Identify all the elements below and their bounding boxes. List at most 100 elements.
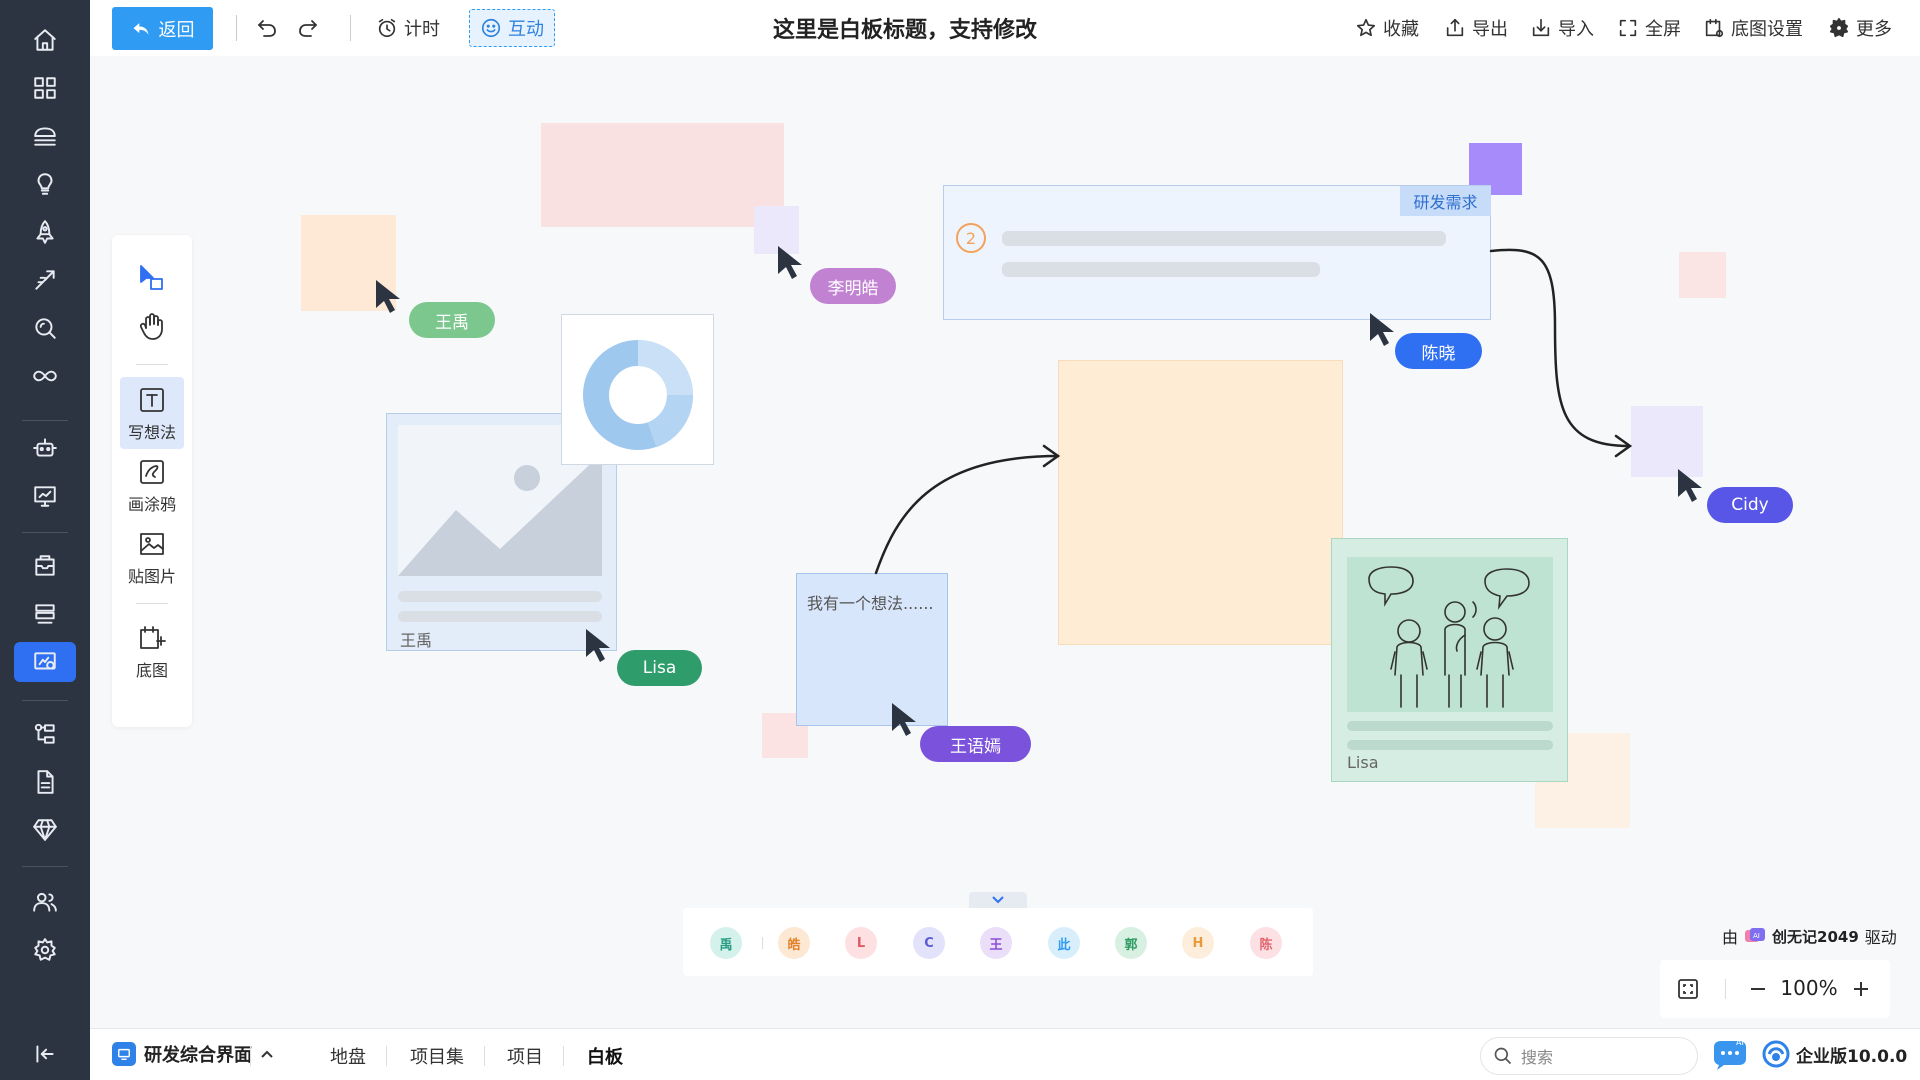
cursor-chenxiao-icon — [1370, 313, 1394, 346]
team-users-icon[interactable] — [22, 882, 68, 922]
more-label: 更多 — [1856, 19, 1892, 40]
cursor-cidy-icon — [1678, 469, 1702, 502]
rocket-icon[interactable] — [22, 212, 68, 252]
user-avatar[interactable]: 王 — [980, 927, 1012, 959]
user-avatar[interactable]: 禹 — [710, 927, 742, 959]
export-label: 导出 — [1472, 19, 1508, 40]
illustration-card[interactable]: Lisa — [1331, 538, 1568, 782]
whiteboard-icon[interactable] — [14, 642, 76, 682]
donut-chart-card[interactable] — [561, 314, 714, 465]
pink-rectangle[interactable] — [541, 123, 784, 227]
kanban-icon[interactable] — [22, 594, 68, 634]
zoom-in-button[interactable] — [1848, 975, 1874, 1003]
rail-divider — [22, 420, 68, 421]
hand-tool[interactable] — [120, 303, 184, 351]
paste-image-tool[interactable]: 贴图片 — [120, 521, 184, 593]
home-icon[interactable] — [22, 20, 68, 60]
idea-bulb-icon[interactable] — [22, 164, 68, 204]
user-avatar[interactable]: C — [913, 927, 945, 959]
collapse-sidebar-icon[interactable] — [22, 1034, 68, 1074]
back-arrow-icon — [133, 22, 148, 35]
bottom-divider — [386, 1046, 387, 1066]
sprint-icon[interactable] — [22, 260, 68, 300]
cursor-wangyuyan-icon — [892, 703, 916, 736]
tab-program[interactable]: 项目集 — [410, 1047, 464, 1068]
apps-grid-icon[interactable] — [22, 68, 68, 108]
requirement-card[interactable]: 研发需求 2 — [943, 185, 1491, 320]
user-avatar[interactable]: 陈 — [1250, 927, 1282, 959]
program-icon[interactable] — [22, 116, 68, 156]
doodle-tool[interactable]: 画涂鸦 — [120, 449, 184, 521]
user-avatar[interactable]: 此 — [1048, 927, 1080, 959]
diamond-icon[interactable] — [22, 810, 68, 850]
ai-chat-button[interactable]: AI — [1712, 1037, 1748, 1071]
lavender-box[interactable] — [1631, 406, 1703, 477]
background-settings-button[interactable]: 底图设置 — [1703, 13, 1803, 43]
user-avatar[interactable]: 郭 — [1115, 927, 1147, 959]
picture-icon — [140, 533, 164, 555]
favorite-button[interactable]: 收藏 — [1355, 13, 1419, 43]
settings-gear-icon[interactable] — [22, 930, 68, 970]
idea-note[interactable]: 我有一个想法...... — [796, 573, 948, 726]
connector-arrows[interactable] — [90, 56, 1920, 1028]
fit-screen-icon — [1678, 979, 1698, 999]
edition-info[interactable]: 企业版10.0.0 — [1762, 1040, 1907, 1068]
tab-project[interactable]: 项目 — [507, 1047, 543, 1068]
collapse-avatar-bar-button[interactable] — [969, 892, 1027, 908]
ai-robot-icon[interactable] — [22, 428, 68, 468]
rail-divider — [22, 532, 68, 533]
background-add-icon — [140, 626, 166, 649]
rail-divider — [22, 700, 68, 701]
import-button[interactable]: 导入 — [1530, 13, 1594, 43]
redo-icon[interactable] — [293, 14, 323, 42]
zoom-level: 100% — [1780, 976, 1838, 1000]
card-line — [1002, 262, 1320, 277]
avatar-initial: 王 — [989, 937, 1003, 953]
project-switcher[interactable]: 研发综合界面 — [112, 1041, 274, 1067]
orange-sticky-note[interactable] — [1058, 360, 1343, 645]
whiteboard-canvas[interactable]: 研发需求 2 王禹 我有一个想法...... — [90, 56, 1920, 1028]
board-title[interactable]: 这里是白板标题，支持修改 — [772, 18, 1037, 43]
background-tool[interactable]: 底图 — [120, 615, 184, 687]
idea-note-text[interactable]: 我有一个想法...... — [807, 594, 934, 613]
document-icon[interactable] — [22, 762, 68, 802]
user-avatar[interactable]: 皓 — [778, 927, 810, 959]
fullscreen-icon — [1619, 19, 1637, 37]
idea-to-sticky-arrow — [874, 454, 1060, 575]
illustration-caption: Lisa — [1347, 753, 1379, 772]
plus-icon — [1854, 982, 1868, 996]
tab-whiteboard[interactable]: 白板 — [587, 1047, 623, 1068]
user-avatar[interactable]: H — [1182, 927, 1214, 959]
card-line — [1002, 231, 1446, 246]
fit-screen-button[interactable] — [1674, 975, 1702, 1003]
avatar-initial: 郭 — [1124, 937, 1138, 953]
tab-dipan[interactable]: 地盘 — [330, 1047, 366, 1068]
user-tag-wangyu: 王禹 — [409, 302, 495, 338]
search-qa-icon[interactable] — [22, 308, 68, 348]
export-button[interactable]: 导出 — [1444, 13, 1508, 43]
write-idea-tool[interactable]: 写想法 — [120, 377, 184, 449]
zoom-out-button[interactable] — [1745, 975, 1771, 1003]
ai-chat-icon: AI — [1714, 1038, 1746, 1070]
timer-button[interactable]: 计时 — [376, 9, 440, 47]
idea-to-sticky-arrowhead — [1042, 444, 1061, 468]
workflow-icon[interactable] — [22, 714, 68, 754]
interact-button[interactable]: 互动 — [469, 9, 555, 47]
cursor-lisa-icon — [586, 629, 610, 662]
light-pink-square[interactable] — [1679, 252, 1726, 298]
global-search[interactable]: 搜索 — [1480, 1037, 1698, 1075]
bi-chart-icon[interactable] — [22, 476, 68, 516]
background-label: 底图 — [135, 661, 168, 680]
powered-suffix: 驱动 — [1864, 928, 1897, 947]
devops-infinity-icon[interactable] — [22, 356, 68, 396]
feedback-icon[interactable] — [22, 546, 68, 586]
palette-divider — [136, 364, 168, 365]
user-avatar[interactable]: L — [845, 927, 877, 959]
select-tool[interactable] — [120, 255, 184, 303]
back-button[interactable]: 返回 — [112, 7, 213, 50]
select-cursor-icon — [140, 265, 163, 290]
undo-icon[interactable] — [252, 14, 282, 42]
lavender-square[interactable] — [754, 206, 799, 254]
fullscreen-button[interactable]: 全屏 — [1617, 13, 1681, 43]
more-button[interactable]: 更多 — [1828, 13, 1892, 43]
